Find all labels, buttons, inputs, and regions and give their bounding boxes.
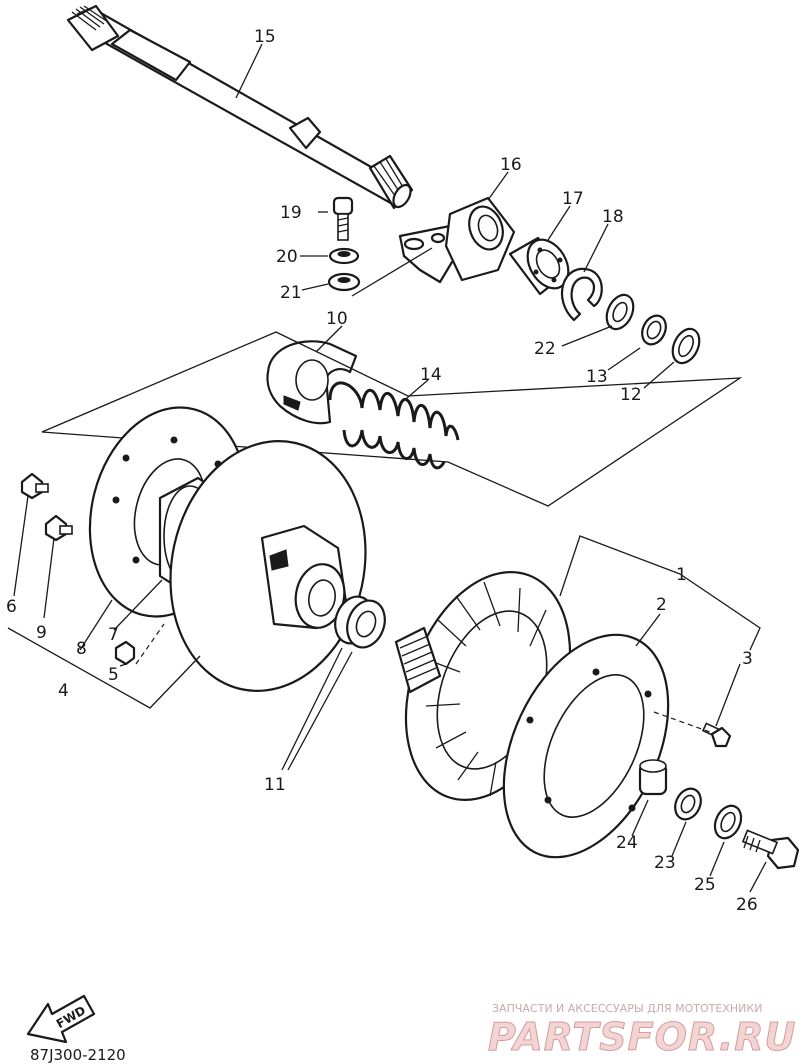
fwd-arrow-icon: FWD (26, 994, 96, 1044)
screw-part-3[interactable] (701, 722, 732, 748)
callout-11: 11 (264, 775, 286, 795)
callout-19: 19 (280, 203, 302, 223)
leader-lines (7, 43, 767, 893)
spring-washer-part-20[interactable] (328, 247, 360, 265)
callout-22: 22 (534, 339, 556, 359)
fixed-sheave-disc[interactable] (148, 423, 388, 709)
watermark-brand: PARTSFOR.RU (488, 1015, 796, 1059)
callout-labels: 1 2 3 4 5 6 7 8 9 10 11 12 13 14 15 16 1… (6, 27, 758, 915)
callout-13: 13 (586, 367, 608, 387)
callout-14: 14 (420, 365, 442, 385)
callout-9: 9 (36, 623, 47, 643)
bolt-part-19[interactable] (332, 196, 354, 241)
spacer-part-24[interactable] (638, 759, 668, 796)
callout-7: 7 (108, 625, 119, 645)
callout-25: 25 (694, 875, 716, 895)
callout-16: 16 (500, 155, 522, 175)
shaft-part-15[interactable] (66, 4, 414, 210)
washer-part-22[interactable] (602, 291, 639, 334)
bearing-holder-part-16[interactable] (398, 196, 516, 284)
callout-10: 10 (326, 309, 348, 329)
callout-24: 24 (616, 833, 638, 853)
callout-6: 6 (6, 597, 17, 617)
cam-part-10[interactable] (266, 340, 358, 425)
watermark-tagline: ЗАПЧАСТИ И АКСЕССУАРЫ ДЛЯ МОТОТЕХНИКИ (492, 1002, 762, 1015)
watermark: ЗАПЧАСТИ И АКСЕССУАРЫ ДЛЯ МОТОТЕХНИКИ PA… (488, 1002, 796, 1060)
callout-4: 4 (58, 681, 69, 701)
callout-18: 18 (602, 207, 624, 227)
callout-1: 1 (676, 565, 687, 585)
circlip-part-18[interactable] (560, 267, 603, 322)
callout-20: 20 (276, 247, 298, 267)
callout-12: 12 (620, 385, 642, 405)
ball-bearing-part-17[interactable] (508, 232, 577, 296)
screw-part-5[interactable] (114, 640, 136, 666)
callout-15: 15 (254, 27, 276, 47)
diagram-code: 87J300-2120 (30, 1046, 126, 1064)
washer-part-12[interactable] (668, 325, 705, 368)
callout-26: 26 (736, 895, 758, 915)
washer-part-23[interactable] (670, 784, 705, 823)
washer-part-13[interactable] (638, 312, 671, 348)
callout-5: 5 (108, 665, 119, 685)
callout-21: 21 (280, 283, 302, 303)
callout-23: 23 (654, 853, 676, 873)
bolt-part-26[interactable] (741, 829, 800, 870)
washer-part-25[interactable] (710, 802, 746, 843)
screw-part-9[interactable] (44, 514, 73, 542)
screw-part-6[interactable] (20, 472, 49, 500)
callout-8: 8 (76, 639, 87, 659)
callout-2: 2 (656, 595, 667, 615)
callout-3: 3 (742, 649, 753, 669)
washer-part-21[interactable] (327, 272, 361, 292)
callout-17: 17 (562, 189, 584, 209)
face-plate-part-2[interactable] (471, 609, 701, 884)
bushing-part-11[interactable] (329, 591, 391, 652)
